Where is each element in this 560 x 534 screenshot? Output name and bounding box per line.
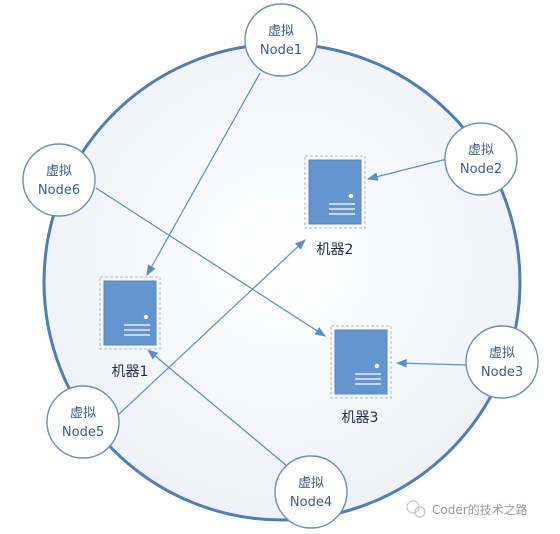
virtual-node-name: Node1 (260, 43, 302, 58)
virtual-node-name: Node5 (62, 425, 104, 440)
wechat-icon (406, 500, 426, 518)
machine-3: 机器3 (330, 325, 392, 426)
virtual-node-name: Node6 (38, 183, 80, 198)
virtual-node-title: 虚拟 (268, 24, 294, 39)
virtual-node-2: 虚拟 Node2 (444, 122, 518, 196)
virtual-node-4: 虚拟 Node4 (274, 455, 348, 529)
virtual-node-1: 虚拟 Node1 (244, 3, 318, 77)
server-frame (330, 325, 392, 399)
edge-node4-machine1 (147, 349, 288, 467)
virtual-node-circle (444, 122, 518, 196)
server-led (348, 193, 354, 199)
server-icon (334, 329, 388, 395)
virtual-node-circle (274, 455, 348, 529)
edge-node1-machine1 (146, 72, 261, 276)
machine-label: 机器2 (317, 242, 354, 258)
virtual-node-5: 虚拟 Node5 (46, 385, 120, 459)
virtual-node-circle (244, 3, 318, 77)
watermark: Coder的技术之路 (406, 500, 528, 518)
machine-label: 机器3 (342, 410, 379, 426)
virtual-node-title: 虚拟 (70, 406, 96, 421)
edge-node2-machine2 (366, 158, 448, 181)
virtual-node-title: 虚拟 (46, 164, 72, 179)
virtual-node-title: 虚拟 (468, 143, 494, 158)
server-frame (99, 276, 161, 350)
edge-node3-machine3 (395, 358, 468, 368)
server-icon (103, 280, 157, 346)
server-frame (304, 155, 366, 229)
machine-2: 机器2 (304, 155, 366, 258)
server-led (143, 314, 149, 320)
edge-node5-machine2 (116, 239, 306, 417)
machine-1: 机器1 (99, 276, 161, 380)
edge-node6-machine3 (95, 187, 326, 337)
server-icon (308, 159, 362, 225)
virtual-node-circle (46, 385, 120, 459)
virtual-node-name: Node2 (460, 162, 502, 177)
virtual-node-name: Node3 (481, 365, 523, 380)
mapping-edges (95, 72, 468, 467)
virtual-node-title: 虚拟 (298, 476, 324, 491)
virtual-node-title: 虚拟 (489, 346, 515, 361)
virtual-node-circle (465, 325, 539, 399)
machine-label: 机器1 (112, 364, 149, 380)
virtual-node-6: 虚拟 Node6 (22, 143, 96, 217)
virtual-node-3: 虚拟 Node3 (465, 325, 539, 399)
server-led (374, 363, 380, 369)
virtual-node-circle (22, 143, 96, 217)
watermark-text: Coder的技术之路 (432, 502, 528, 517)
virtual-node-name: Node4 (290, 495, 332, 510)
